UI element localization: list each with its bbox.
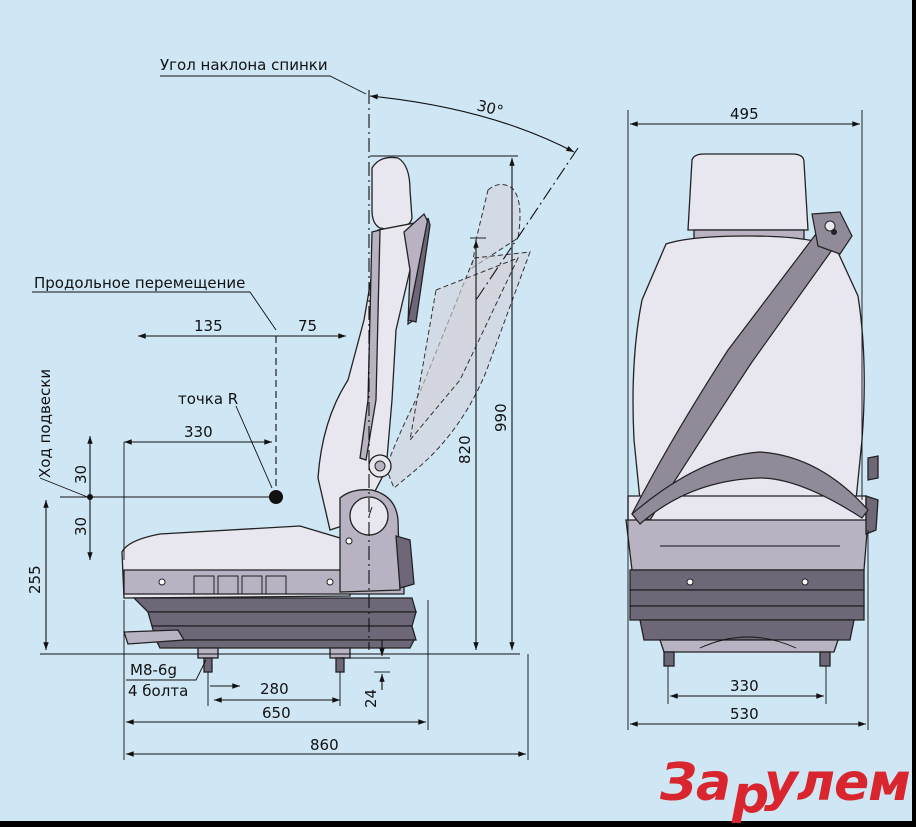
- dim-860-value: 860: [310, 736, 339, 754]
- dim-24-value: 24: [362, 689, 380, 708]
- seat-cushion: [121, 489, 415, 599]
- long-fwd-value: 75: [298, 317, 317, 335]
- backrest-upright: [317, 156, 431, 531]
- width-530-value: 530: [730, 705, 759, 723]
- angle-value: 30°: [475, 96, 505, 120]
- dim-280-value: 280: [260, 680, 289, 698]
- susp-up-value: 30: [72, 465, 90, 484]
- suspension-label: Ход подвески: [36, 369, 54, 478]
- height-990-value: 990: [492, 403, 510, 432]
- bolt-count-label: 4 болта: [128, 682, 188, 700]
- backrest-angle-label: Угол наклона спинки: [160, 56, 328, 74]
- width-330-value: 330: [730, 677, 759, 695]
- height-255-value: 255: [26, 565, 44, 594]
- height-820-value: 820: [456, 435, 474, 464]
- svg-text:улем: улем: [764, 753, 910, 813]
- longitudinal-label: Продольное перемещение: [34, 274, 245, 292]
- r-point-label: точка R: [178, 390, 238, 408]
- suspension-bellows: [123, 597, 417, 673]
- dim-650-value: 650: [262, 704, 291, 722]
- front-dimensions: [627, 110, 869, 730]
- side-dimensions: [32, 75, 579, 760]
- svg-text:р: р: [731, 765, 768, 825]
- reclined-backrest-ghost: [385, 184, 531, 489]
- width-495-value: 495: [730, 105, 759, 123]
- bolt-spec-label: М8-6g: [130, 661, 177, 679]
- za-rulem-logo: За р улем: [659, 753, 911, 825]
- long-back-value: 135: [194, 317, 223, 335]
- svg-text:За: За: [659, 753, 730, 813]
- side-view: [121, 156, 531, 673]
- front-view: [625, 153, 879, 667]
- susp-down-value: 30: [72, 517, 90, 536]
- r-dist-value: 330: [184, 423, 213, 441]
